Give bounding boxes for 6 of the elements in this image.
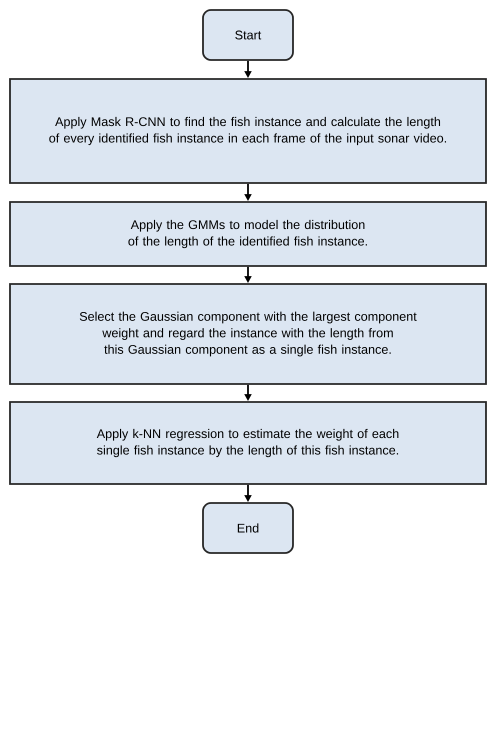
- process-box: Select the Gaussian component with the largest component weight and regard the instance with the length from this Gaussian component as a single fish instance.: [9, 283, 487, 385]
- process-box: Apply Mask R-CNN to find the fish instance and calculate the length of every identified fish instance in each frame of the input sonar video.: [9, 78, 487, 184]
- process-box: Apply k-NN regression to estimate the weight of each single fish instance by the length of this fish instance.: [9, 401, 487, 485]
- terminal-box: Start: [202, 9, 294, 61]
- terminal-box: End: [202, 502, 294, 554]
- process-box: Apply the GMMs to model the distribution of the length of the identified fish instance.: [9, 201, 487, 267]
